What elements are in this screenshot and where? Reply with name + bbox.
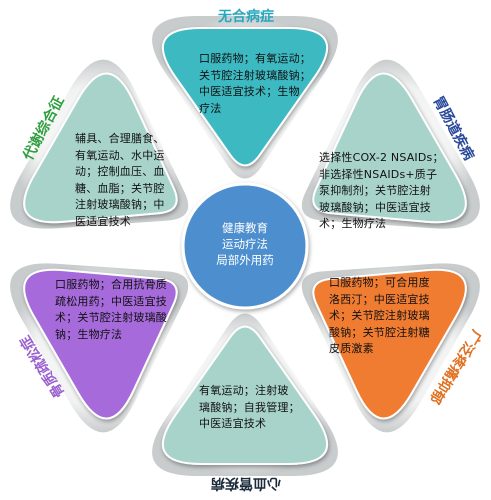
- petal-line: 洛西汀；中医适宜技: [329, 292, 430, 306]
- petal-line: 皮质激素: [329, 342, 374, 355]
- petal-upper-right: [312, 72, 467, 224]
- petal-line: 泵抑制剂；关节腔注射: [319, 184, 431, 197]
- petal-line: 中医适宜技术: [199, 417, 267, 430]
- petal-line: 有氧运动、水中运: [75, 148, 165, 162]
- petal-line: 注射玻璃酸钠；中: [75, 198, 165, 211]
- petal-line: 术；关节腔注射玻璃酸: [55, 311, 167, 324]
- petal-line: 酸钠；关节腔注射糖: [329, 325, 430, 339]
- petal-bottom: [162, 325, 328, 465]
- petal-line: 口服药物；可合用度: [329, 276, 430, 289]
- petal-line: 术；生物疗法: [319, 217, 387, 230]
- center-line: 运动疗法: [222, 237, 268, 251]
- petal-line: 有氧运动；注射玻: [199, 384, 289, 397]
- petal-text-bottom: 有氧运动；注射玻 璃酸钠；自我管理； 中医适宜技术: [199, 383, 300, 433]
- petal-text-upper-left: 辅具、合理膳食、 有氧运动、水中运 动；控制血压、血 糖、血脂；关节腔 注射玻璃…: [75, 131, 165, 230]
- petal-line: 钠；生物疗法: [55, 327, 123, 341]
- petal-line: 术；关节腔注射玻璃: [329, 309, 430, 322]
- center-line: 局部外用药: [216, 253, 274, 267]
- petal-lower-left: [23, 268, 178, 420]
- petal-line: 疗法: [199, 101, 222, 115]
- petal-line: 玻璃酸钠；中医适宜技: [319, 200, 431, 214]
- petal-line: 医适宜技术: [75, 214, 131, 228]
- label-bottom: 心血管疾病: [211, 475, 281, 491]
- center-topics: 健康教育 运动疗法 局部外用药: [195, 220, 295, 268]
- center-line: 健康教育: [222, 221, 268, 235]
- petal-text-upper-right: 选择性COX-2 NSAIDs； 非选择性NSAIDs+质子 泵抑制剂；关节腔注…: [319, 150, 444, 233]
- petal-text-top: 口服药物；有氧运动； 关节腔注射玻璃酸钠； 中医适宜技术；生物 疗法: [199, 51, 311, 117]
- petal-line: 口服药物；合用抗骨质: [55, 278, 167, 291]
- label-top: 无合病症: [218, 9, 274, 25]
- petal-line: 动；控制血压、血: [75, 165, 165, 178]
- petal-upper-left: [23, 72, 178, 224]
- petal-line: 选择性COX-2 NSAIDs；: [319, 151, 444, 164]
- petal-line: 关节腔注射玻璃酸钠；: [199, 68, 311, 82]
- petal-line: 璃酸钠；自我管理；: [199, 400, 300, 414]
- petal-line: 疏松用药；中医适宜技: [55, 294, 167, 308]
- petal-text-lower-right: 口服药物；可合用度 洛西汀；中医适宜技 术；关节腔注射玻璃 酸钠；关节腔注射糖 …: [329, 275, 430, 358]
- center-circle: [181, 182, 309, 310]
- petal-line: 中医适宜技术；生物: [199, 85, 300, 98]
- petal-top: [162, 27, 328, 167]
- petal-text-lower-left: 口服药物；合用抗骨质 疏松用药；中医适宜技 术；关节腔注射玻璃酸 钠；生物疗法: [55, 277, 167, 343]
- petal-line: 辅具、合理膳食、: [75, 132, 165, 145]
- petal-line: 糖、血脂；关节腔: [75, 181, 165, 195]
- petal-lower-right: [312, 268, 467, 420]
- petal-line: 非选择性NSAIDs+质子: [319, 167, 438, 181]
- petal-line: 口服药物；有氧运动；: [199, 52, 311, 65]
